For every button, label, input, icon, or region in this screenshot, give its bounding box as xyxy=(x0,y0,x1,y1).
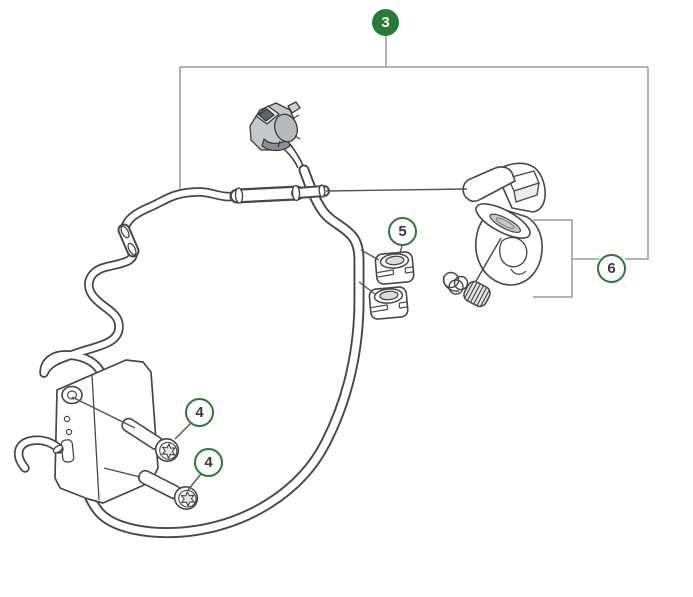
callout-3[interactable]: 3 xyxy=(372,9,399,36)
cable-clip-upper xyxy=(374,251,415,285)
connector xyxy=(249,101,304,169)
control-module xyxy=(54,359,159,504)
bracket-6-lines xyxy=(533,219,599,298)
screw-lower xyxy=(137,469,199,510)
harness-cable xyxy=(39,164,365,539)
trigger-flange xyxy=(475,203,531,239)
cable-sleeve xyxy=(117,184,330,258)
cable-clip-lower xyxy=(368,286,409,320)
callout-4-upper[interactable]: 4 xyxy=(185,398,214,427)
cable-hook xyxy=(14,435,64,473)
callout-6[interactable]: 6 xyxy=(597,254,626,283)
trigger-assembly xyxy=(462,162,546,289)
bracket-3-lines xyxy=(179,36,649,260)
leader-lines xyxy=(71,188,468,491)
callout-4-lower[interactable]: 4 xyxy=(194,448,223,477)
callout-5[interactable]: 5 xyxy=(388,217,417,246)
connector-wires xyxy=(283,143,304,169)
return-spring xyxy=(442,271,491,308)
